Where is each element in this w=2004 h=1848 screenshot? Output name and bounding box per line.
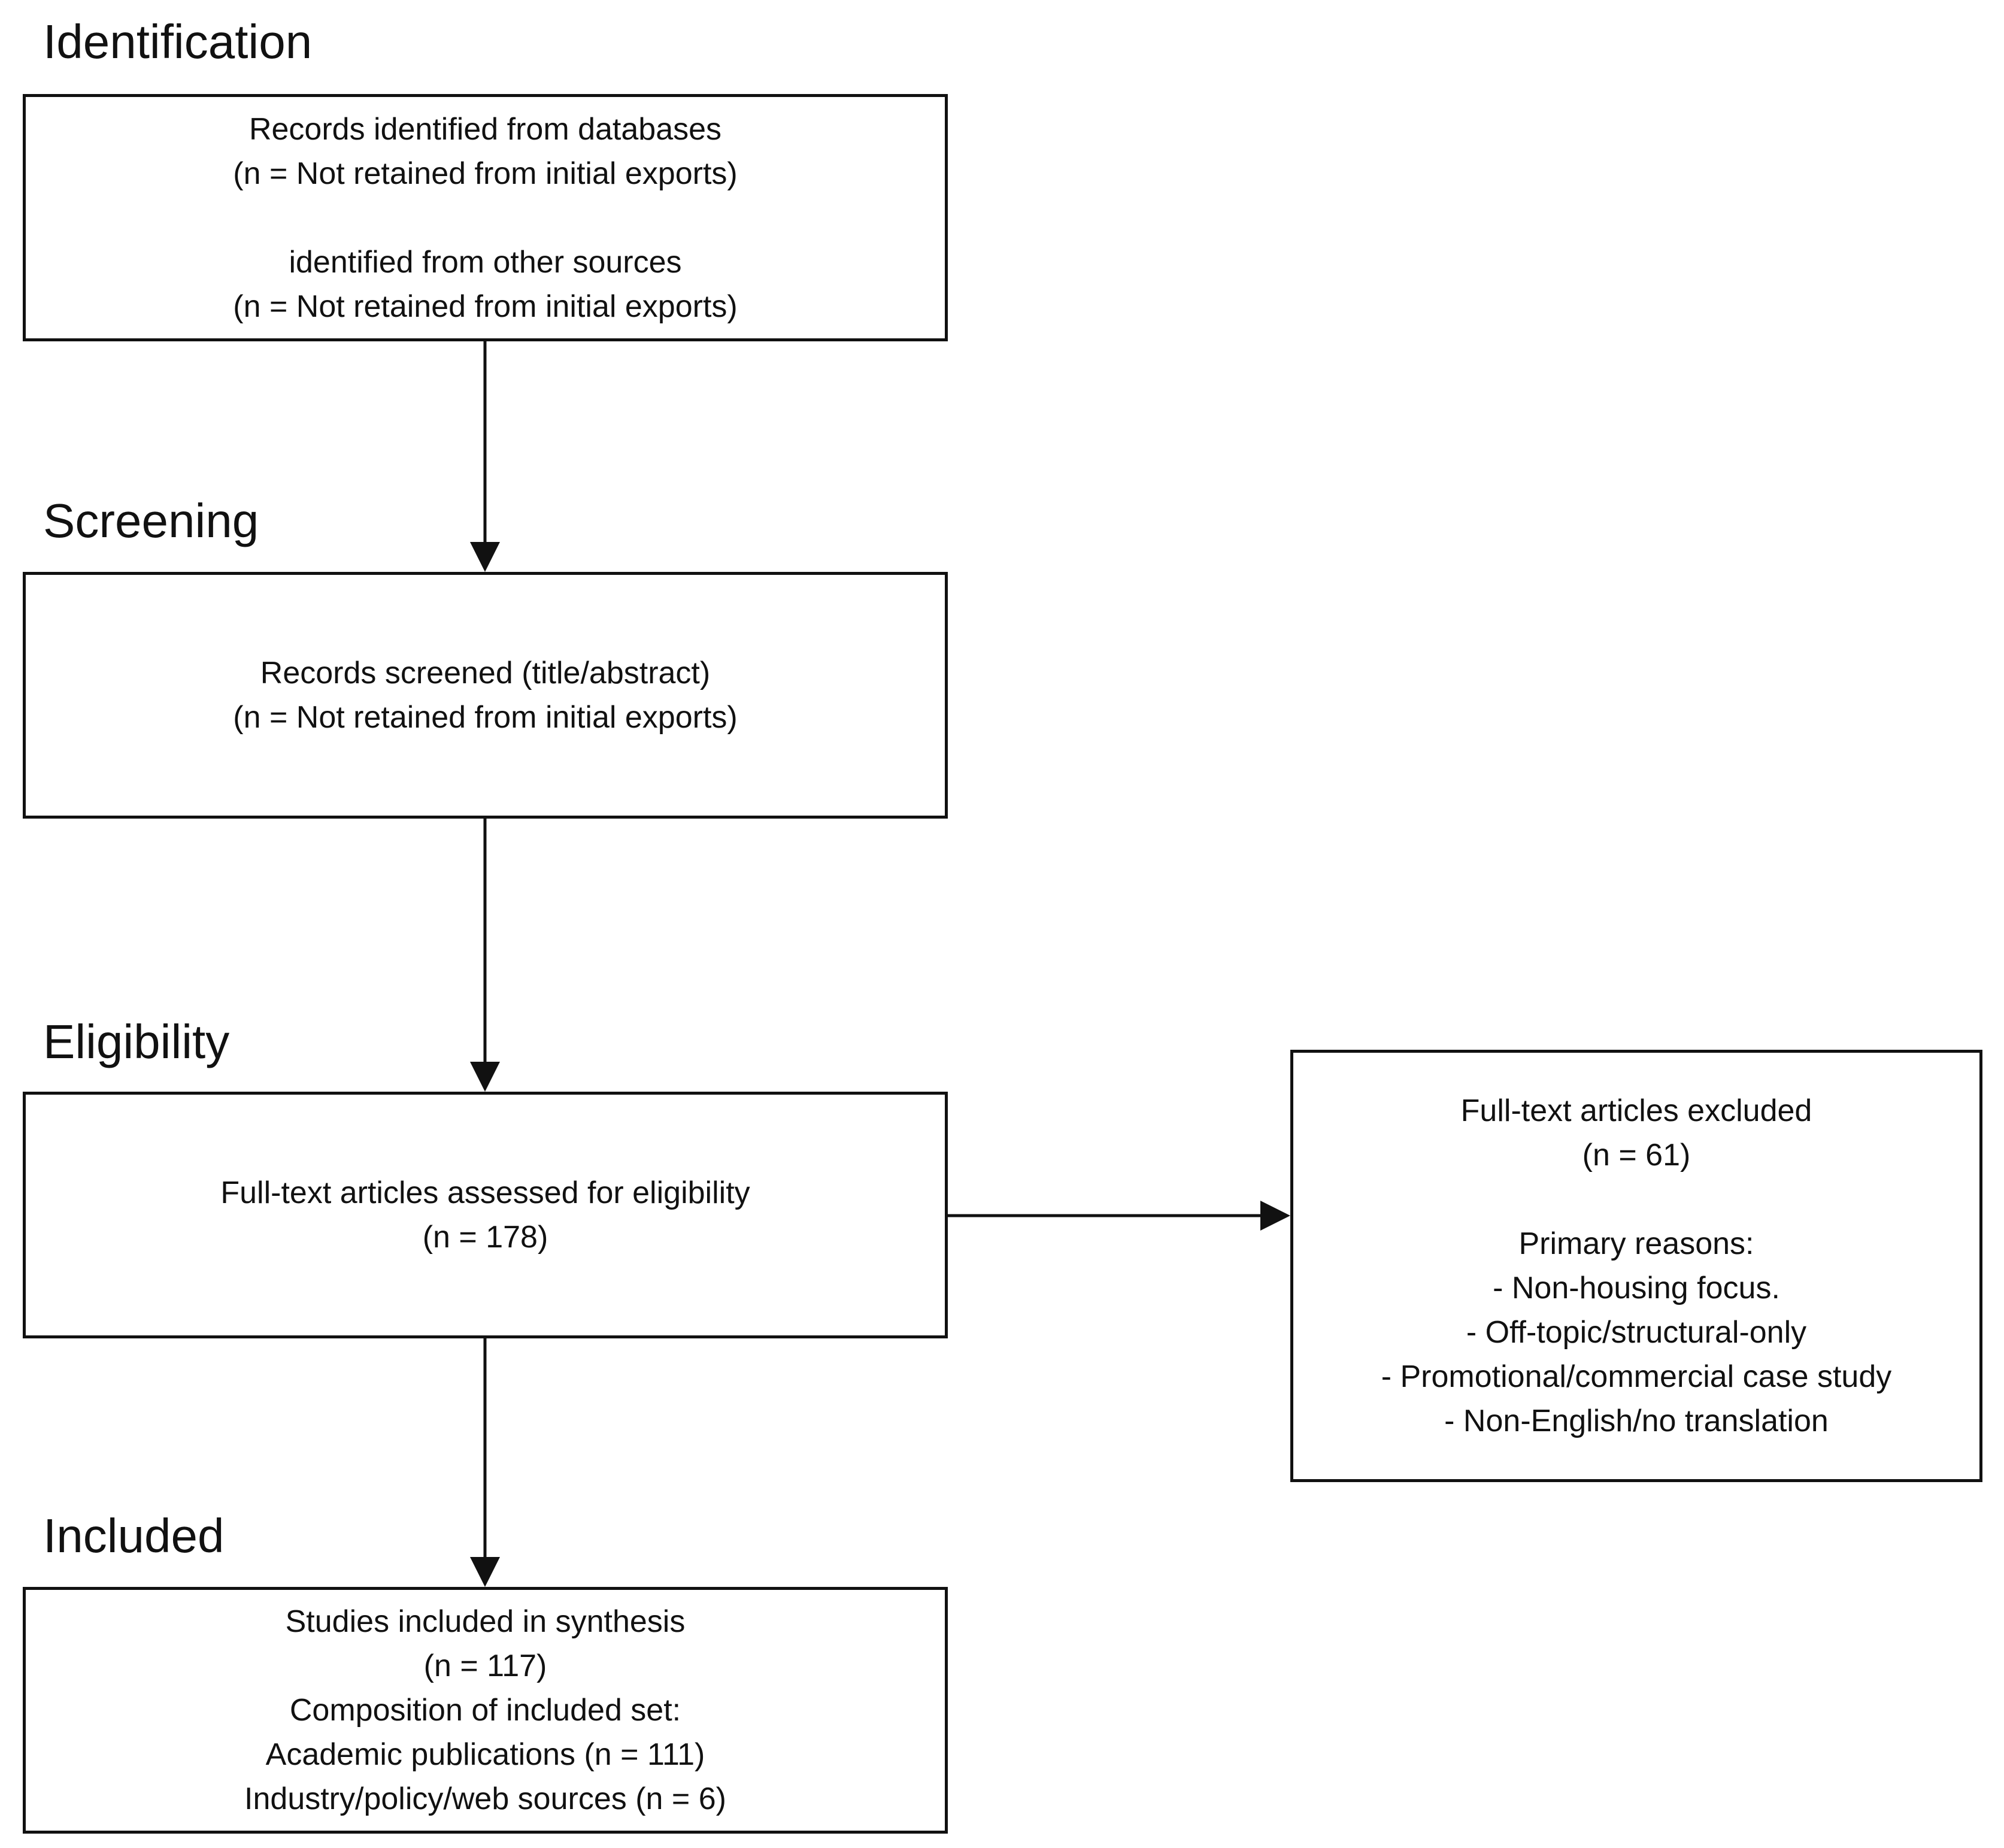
screening-count: (n = Not retained from initial exports) <box>233 700 738 735</box>
included-label: Studies included in synthesis <box>285 1604 686 1639</box>
excluded-reason: - Promotional/commercial case study <box>1381 1359 1892 1394</box>
included-composition-item: Academic publications (n = 111) <box>265 1737 705 1772</box>
excluded-box: Full-text articles excluded (n = 61) Pri… <box>1290 1050 1982 1482</box>
eligibility-count: (n = 178) <box>422 1220 548 1255</box>
identification-db-count: (n = Not retained from initial exports) <box>233 156 738 191</box>
excluded-label: Full-text articles excluded <box>1460 1093 1812 1128</box>
screening-box: Records screened (title/abstract) (n = N… <box>23 572 948 819</box>
identification-box: Records identified from databases (n = N… <box>23 94 948 341</box>
stage-label-screening: Screening <box>43 494 259 547</box>
excluded-count: (n = 61) <box>1582 1138 1691 1173</box>
included-composition-item: Industry/policy/web sources (n = 6) <box>244 1782 726 1816</box>
stage-label-identification: Identification <box>43 15 313 68</box>
identification-db-label: Records identified from databases <box>248 111 722 147</box>
excluded-reason: - Non-English/no translation <box>1444 1404 1829 1438</box>
identification-other-label: identified from other sources <box>289 244 682 280</box>
screening-label: Records screened (title/abstract) <box>260 656 711 690</box>
stage-label-included: Included <box>43 1509 225 1562</box>
eligibility-label: Full-text articles assessed for eligibil… <box>220 1176 750 1210</box>
identification-other-count: (n = Not retained from initial exports) <box>233 289 738 324</box>
excluded-reason: - Non-housing focus. <box>1493 1271 1780 1305</box>
included-composition-title: Composition of included set: <box>289 1693 681 1728</box>
eligibility-box: Full-text articles assessed for eligibil… <box>23 1092 948 1338</box>
included-count: (n = 117) <box>423 1649 547 1683</box>
included-box: Studies included in synthesis (n = 117) … <box>23 1587 948 1834</box>
stage-label-eligibility: Eligibility <box>43 1015 230 1068</box>
excluded-reasons-title: Primary reasons: <box>1518 1226 1754 1261</box>
excluded-reason: - Off-topic/structural-only <box>1466 1315 1807 1350</box>
